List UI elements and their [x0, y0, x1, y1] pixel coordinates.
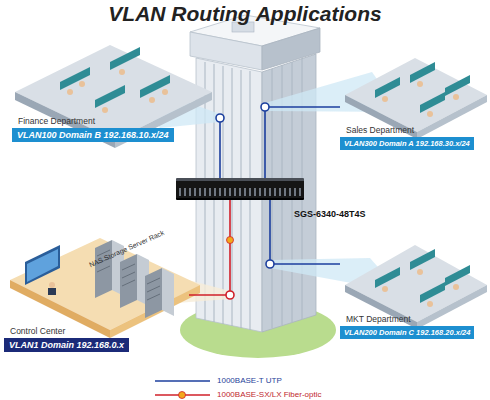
switch-box: SGS-6340-48T4S	[176, 178, 304, 200]
office-floor	[345, 58, 487, 132]
uplink-cable	[189, 200, 230, 295]
vlan-banner: VLAN200 Domain C 192.168.20.x/24	[340, 326, 474, 339]
vlan-banner: VLAN300 Domain A 192.168.30.x/24	[340, 137, 474, 150]
center-name: Control Center	[10, 326, 65, 336]
monitor-wall	[25, 245, 60, 295]
office-floor	[15, 45, 212, 140]
legend-fiber-dot	[179, 392, 186, 399]
legend-text: 1000BASE-SX/LX Fiber-optic	[217, 390, 322, 399]
legend-text: 1000BASE-T UTP	[217, 376, 282, 385]
fiber-marker	[227, 237, 234, 244]
department-name: Sales Department	[346, 125, 414, 135]
uplink-cable	[217, 118, 220, 178]
legend-utp-sample	[155, 380, 210, 382]
cubicles	[60, 47, 170, 113]
department-zone: Sales DepartmentVLAN300 Domain A 192.168…	[340, 104, 488, 150]
office-floor	[345, 245, 487, 322]
cubicles	[375, 62, 470, 117]
cap-front	[190, 32, 262, 70]
switch-model: SGS-6340-48T4S	[294, 209, 366, 219]
junction-point	[216, 114, 224, 122]
diagram-title: VLAN Routing Applications	[0, 2, 490, 26]
control-zone: Control CenterVLAN1 Domain 192.168.0.x	[4, 286, 189, 352]
office-floor-side	[345, 285, 417, 329]
department-name: MKT Department	[346, 314, 411, 324]
cap-side	[262, 28, 320, 70]
uplink-cable	[265, 107, 340, 178]
office-floor-side	[345, 95, 417, 139]
vlan-banner: VLAN100 Domain B 192.168.10.x/24	[12, 128, 174, 142]
junction-point	[266, 260, 274, 268]
server-rack	[95, 240, 174, 318]
department-zone: MKT DepartmentVLAN200 Domain C 192.168.2…	[340, 255, 488, 339]
cubicles	[375, 249, 470, 307]
junction-point	[226, 291, 234, 299]
control-floor	[10, 238, 200, 330]
department-name: Finance Department	[18, 116, 95, 126]
vlan-banner: VLAN1 Domain 192.168.0.x	[4, 338, 129, 352]
department-zone: Finance DepartmentVLAN100 Domain B 192.1…	[12, 96, 217, 142]
junction-point	[261, 103, 269, 111]
